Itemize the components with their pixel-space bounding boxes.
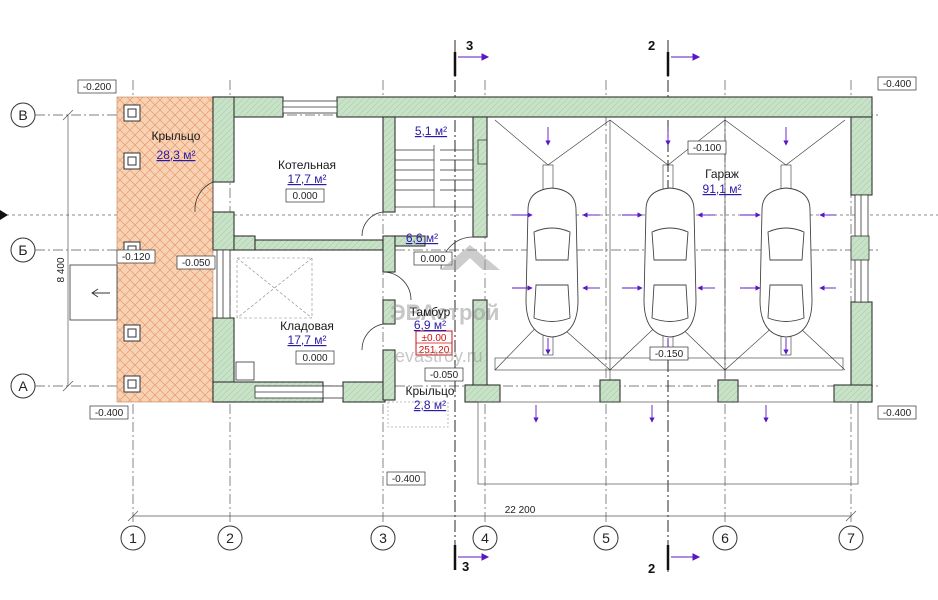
level-top-left: -0.200 xyxy=(83,82,112,93)
vestibule-level-1: ±0.00 xyxy=(422,333,447,344)
axis-label-b: Б xyxy=(18,242,27,258)
cars xyxy=(525,187,813,338)
dimension-width: 22 200 xyxy=(505,505,536,516)
section-label-top-3: 3 xyxy=(466,38,473,53)
room-area-porch-big: 28,3 м² xyxy=(157,148,196,162)
room-area-stair: 5,1 м² xyxy=(415,124,447,138)
level-bottom-right: -0.400 xyxy=(883,408,912,419)
storage-niche xyxy=(235,361,255,381)
room-area-hall: 6,6 м² xyxy=(406,231,438,245)
axis-label-2: 2 xyxy=(226,530,234,546)
room-name-vestibule: Тамбур xyxy=(410,305,451,319)
room-area-garage: 91,1 м² xyxy=(703,182,742,196)
level-tag-boxes xyxy=(77,76,917,486)
stair xyxy=(394,116,488,208)
room-name-storage: Кладовая xyxy=(280,319,334,333)
room-name-porch-small: Крыльцо xyxy=(406,384,455,398)
axis-label-6: 6 xyxy=(721,530,729,546)
axis-label-4: 4 xyxy=(481,530,489,546)
axis-label-1: 1 xyxy=(129,530,137,546)
section-arrows xyxy=(458,53,701,561)
level-porch-small: -0.050 xyxy=(430,370,459,381)
watermark-text: ЭВАстрой xyxy=(390,300,499,325)
level-left-mid2: -0.050 xyxy=(182,258,211,269)
level-boiler: 0.000 xyxy=(292,191,317,202)
watermark-logo xyxy=(440,245,500,275)
watermark-url: evastroy.ru xyxy=(395,346,483,366)
dimension-lines xyxy=(62,109,857,522)
dimension-height: 8 400 xyxy=(56,257,67,282)
axis-label-7: 7 xyxy=(847,530,855,546)
room-area-vestibule: 6,9 м² xyxy=(414,318,446,332)
room-area-storage: 17,7 м² xyxy=(288,333,327,347)
storage-pit xyxy=(236,257,313,319)
axis-bubbles-numbers xyxy=(120,525,864,551)
section-marks xyxy=(453,52,670,570)
axis-label-a: А xyxy=(18,378,28,394)
edge-marker-icon xyxy=(0,210,8,220)
axis-bubbles-letters xyxy=(10,102,36,399)
room-area-porch-small: 2,8 м² xyxy=(414,398,446,412)
level-bottom-left: -0.400 xyxy=(95,408,124,419)
section-label-top-2: 2 xyxy=(648,38,655,53)
vestibule-level-2: 251,20 xyxy=(419,345,450,356)
section-label-bottom-3: 3 xyxy=(462,559,469,574)
axis-label-5: 5 xyxy=(602,530,610,546)
slope-arrows xyxy=(512,127,836,423)
section-label-bottom-2: 2 xyxy=(648,561,655,576)
windows xyxy=(216,100,870,399)
axis-label-v: В xyxy=(18,107,27,123)
axis-label-3: 3 xyxy=(379,530,387,546)
room-area-boiler: 17,7 м² xyxy=(288,172,327,186)
level-storage: 0.000 xyxy=(302,353,327,364)
arrow-left-icon xyxy=(91,288,110,298)
level-bottom-mid: -0.400 xyxy=(392,474,421,485)
level-top-right: -0.400 xyxy=(883,79,912,90)
level-left-mid: -0.120 xyxy=(122,252,151,263)
level-hall: 0.000 xyxy=(420,254,445,265)
room-name-boiler: Котельная xyxy=(278,158,336,172)
garage-apron xyxy=(477,401,859,485)
level-garage: -0.100 xyxy=(693,143,722,154)
level-garage-front: -0.150 xyxy=(655,349,684,360)
room-name-garage: Гараж xyxy=(705,167,739,181)
room-name-porch-big: Крыльцо xyxy=(152,129,201,143)
